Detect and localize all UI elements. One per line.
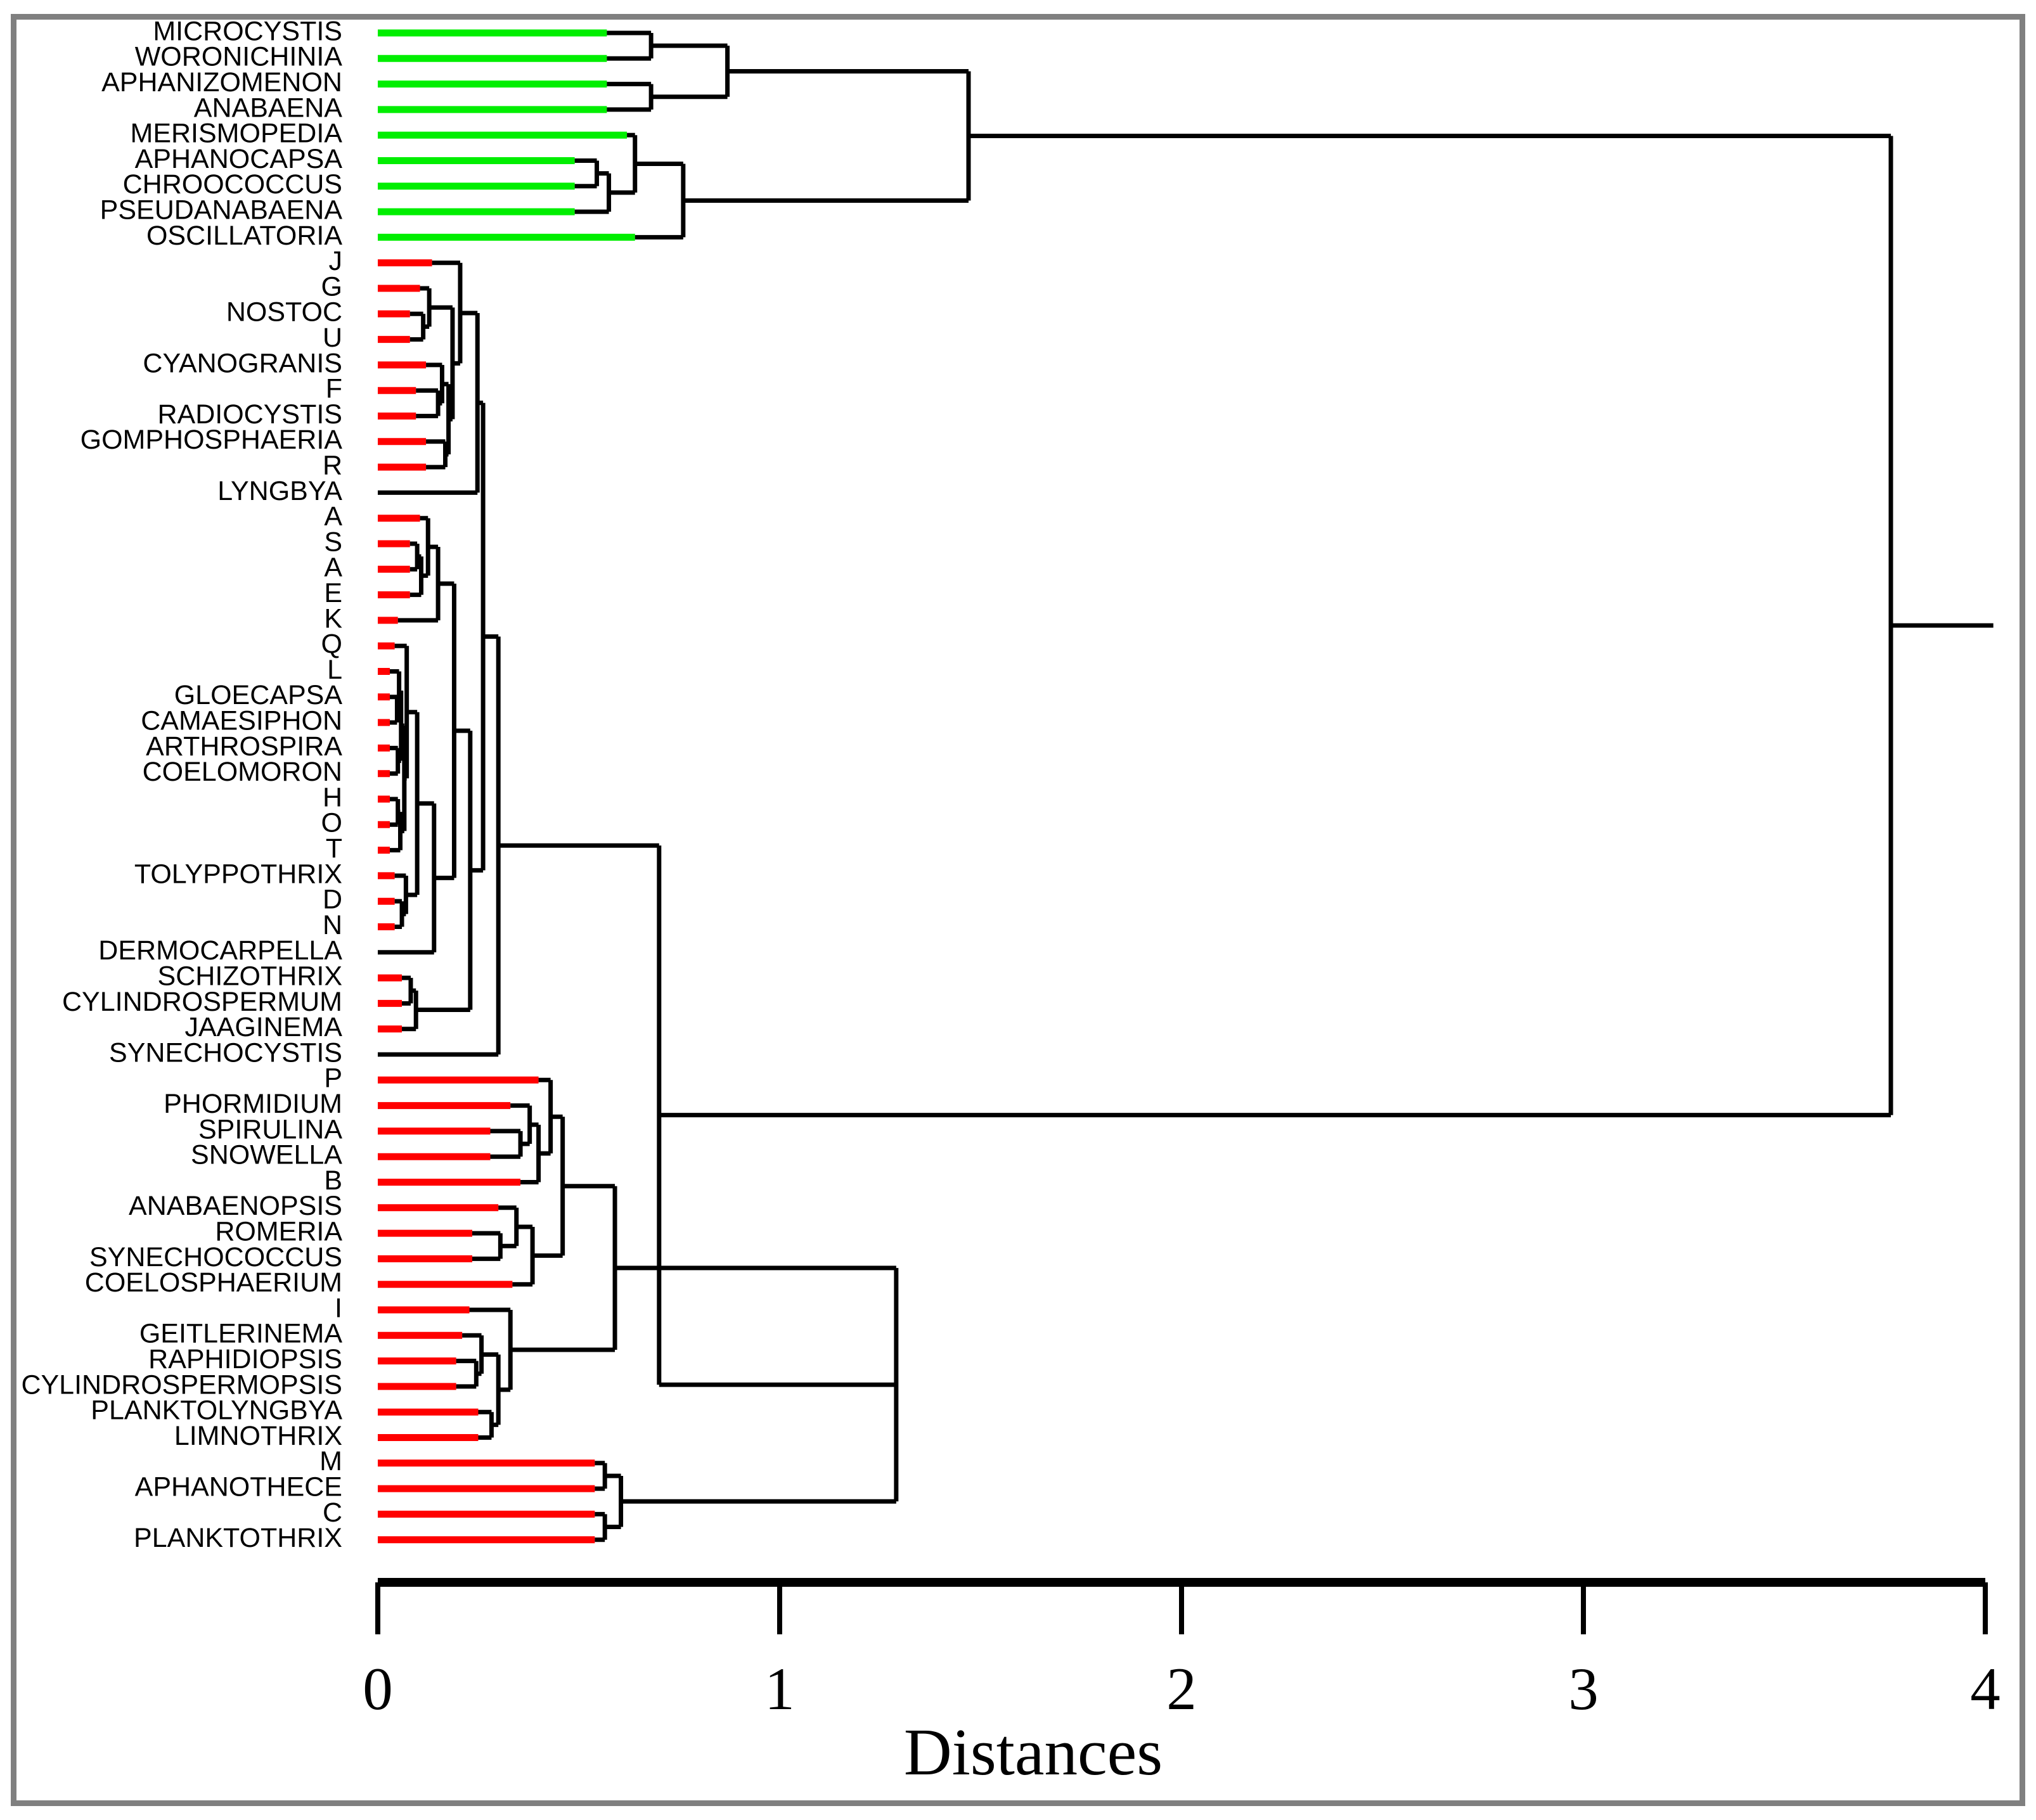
leaf-label: ANABAENA [194,93,343,123]
leaf-label: D [323,885,342,915]
leaf-label: MICROCYSTIS [153,16,342,46]
leaf-label-group: MICROCYSTISWORONICHINIAAPHANIZOMENONANAB… [21,16,342,1553]
leaf-label: APHANOTHECE [135,1471,342,1502]
leaf-label: J [329,246,343,276]
leaf-label: SYNECHOCOCCUS [89,1242,342,1272]
leaf-label: MERISMOPEDIA [131,119,343,149]
leaf-label: K [324,603,342,634]
leaf-label: I [335,1293,342,1323]
leaf-label: B [324,1165,342,1196]
leaf-label: GLOECAPSA [174,680,343,710]
leaf-label: ROMERIA [215,1216,342,1246]
leaf-label: T [326,833,342,864]
leaf-label: N [323,910,342,940]
leaf-label: CHROOCOCCUS [123,169,342,200]
x-axis-tick-label: 1 [764,1655,795,1722]
leaf-label: GOMPHOSPHAERIA [81,425,343,455]
x-axis-tick-label: 2 [1166,1655,1197,1722]
leaf-label: NOSTOC [226,297,342,328]
x-axis-title: Distances [904,1715,1163,1789]
leaf-label: PLANKTOLYNGBYA [91,1395,342,1426]
leaf-label: PLANKTOTHRIX [134,1523,342,1553]
leaf-label: CYLINDROSPERMUM [62,987,342,1017]
leaf-label: CAMAESIPHON [141,705,342,736]
leaf-label: SPIRULINA [198,1114,342,1144]
x-axis-tick-label: 4 [1970,1655,2001,1722]
leaf-label: GEITLERINEMA [139,1319,342,1349]
leaf-label: O [321,808,342,838]
leaf-label: M [319,1446,342,1477]
leaf-label: G [321,271,342,302]
leaf-label: ANABAENOPSIS [129,1191,342,1221]
leaf-label: JAAGINEMA [185,1012,343,1042]
leaf-label: P [324,1063,342,1094]
leaf-label: F [326,374,342,404]
leaf-label: LYNGBYA [217,476,342,506]
leaf-label: CYLINDROSPERMOPSIS [21,1369,342,1400]
leaf-label: RADIOCYSTIS [158,399,343,430]
leaf-label: PHORMIDIUM [164,1089,342,1119]
leaf-label: ARTHROSPIRA [146,731,342,762]
plot-frame [11,14,2025,1806]
leaf-label: SNOWELLA [191,1140,342,1170]
leaf-label: DERMOCARPELLA [98,935,342,966]
leaf-label: OSCILLATORIA [146,221,342,251]
leaf-label: L [327,655,342,685]
leaf-label: A [324,501,342,532]
leaf-label: PSEUDANABAENA [100,195,343,225]
leaf-label: H [323,782,342,812]
leaf-label: CYANOGRANIS [143,348,342,378]
leaf-label: C [323,1497,342,1528]
leaf-label: APHANIZOMENON [101,67,342,98]
leaf-label: A [324,553,342,583]
x-axis-tick-label: 0 [363,1655,393,1722]
leaf-label: TOLYPPOTHRIX [134,859,342,889]
leaf-label: LIMNOTHRIX [174,1421,342,1451]
leaf-label: R [323,450,342,480]
leaf-label: COELOMORON [143,757,342,787]
leaf-label: COELOSPHAERIUM [85,1267,342,1298]
dendrogram-link-group [378,29,1994,1544]
leaf-label: S [324,527,342,557]
leaf-label: U [323,323,342,353]
leaf-label: APHANOCAPSA [135,144,343,174]
leaf-label: SYNECHOCYSTIS [109,1037,342,1068]
leaf-label: SCHIZOTHRIX [158,961,342,991]
x-axis-tick-label: 3 [1568,1655,1599,1722]
leaf-label: E [324,578,342,608]
leaf-label: Q [321,629,342,660]
leaf-label: WORONICHINIA [135,42,343,72]
leaf-label: RAPHIDIOPSIS [148,1344,342,1375]
x-axis: 0 1 2 3 4 [363,1578,2001,1722]
